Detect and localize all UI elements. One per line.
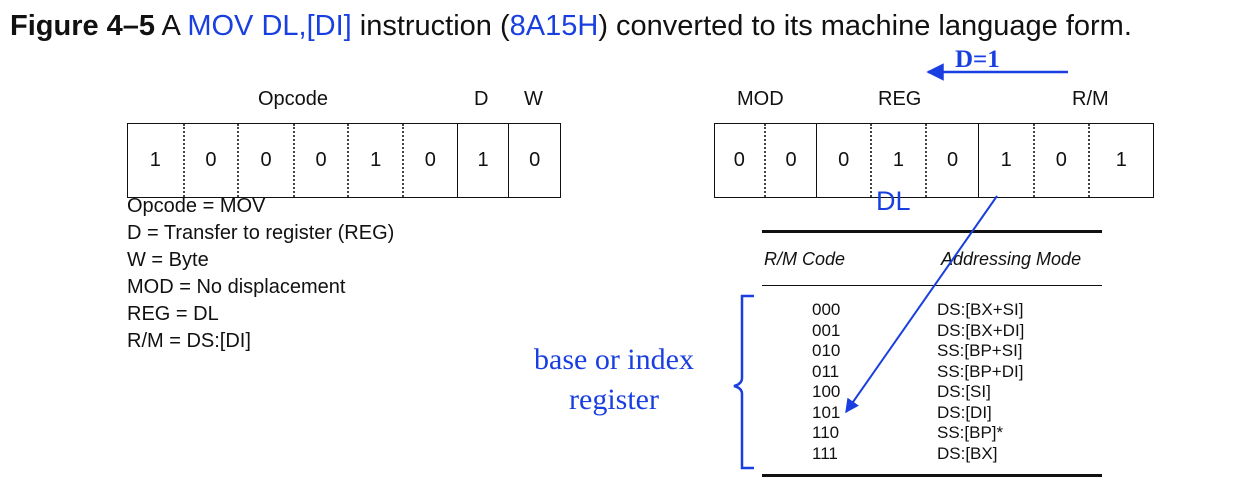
reg-dl-label: DL <box>876 186 911 216</box>
opcode-bit: 0 <box>402 124 457 197</box>
rm-bit: 1 <box>1087 124 1153 197</box>
opcode-bit: 0 <box>292 124 348 197</box>
opcode-bit: 1 <box>149 149 161 171</box>
addressing-mode: SS:[BP+SI] <box>937 341 1023 360</box>
rm-code: 110 <box>812 423 840 442</box>
bracket-note: base or index register <box>514 340 714 420</box>
addressing-mode: SS:[BP+DI] <box>937 361 1024 381</box>
reg-bit: 0 <box>816 124 870 197</box>
caption-instruction: MOV DL,[DI] <box>187 10 352 42</box>
w-bit-header: W <box>524 88 543 110</box>
opcode-byte-box: 1 0 0 0 1 0 1 0 <box>127 123 561 198</box>
bracket-note-line1: base or index <box>534 343 694 376</box>
rm-code: 011 <box>812 361 840 381</box>
caption-text-a: A <box>161 10 188 42</box>
legend-line: Opcode = MOV <box>127 195 266 217</box>
caption-text-b: instruction ( <box>351 10 510 42</box>
d-equals-note: D=1 <box>955 46 1000 73</box>
addressing-mode: DS:[SI] <box>937 382 991 401</box>
caption-text-c: ) converted to its machine language form… <box>598 10 1132 42</box>
table-row: 111 DS:[BX] <box>762 444 1102 465</box>
table-row: 000 DS:[BX+SI] <box>762 300 1102 321</box>
w-bit: 0 <box>508 124 560 197</box>
legend-line: REG = DL <box>127 303 219 325</box>
d-bit: 1 <box>456 124 509 197</box>
mod-header: MOD <box>737 88 784 110</box>
mod-bit: 0 <box>763 124 817 197</box>
curly-bracket <box>733 294 754 470</box>
figure-label: Figure 4–5 <box>10 10 156 42</box>
table-row: 011 SS:[BP+DI] <box>762 362 1102 383</box>
rm-code: 100 <box>812 382 841 401</box>
rm-code: 010 <box>812 341 841 360</box>
opcode-bit: 0 <box>237 124 293 197</box>
legend-line: D = Transfer to register (REG) <box>127 222 395 244</box>
rm-code: 111 <box>812 443 838 463</box>
legend-line: W = Byte <box>127 249 209 271</box>
modrm-byte-box: 0 0 0 1 0 1 0 1 <box>714 123 1154 198</box>
addressing-mode: SS:[BP]* <box>937 423 1004 442</box>
addressing-mode: DS:[BX+SI] <box>937 300 1024 319</box>
mod-bit: 0 <box>733 149 745 171</box>
rm-code-header: R/M Code <box>764 248 846 269</box>
rm-code: 001 <box>812 320 841 340</box>
legend-line: R/M = DS:[DI] <box>127 330 251 352</box>
table-row: 110 SS:[BP]* <box>762 423 1102 444</box>
legend-line: MOD = No displacement <box>127 276 346 298</box>
opcode-bit: 1 <box>347 124 402 197</box>
field-legend: Opcode = MOV D = Transfer to register (R… <box>127 193 394 355</box>
rm-code: 000 <box>812 300 841 319</box>
addressing-mode: DS:[BX] <box>937 443 998 463</box>
rm-code: 101 <box>812 402 841 422</box>
addressing-mode-header: Addressing Mode <box>941 248 1082 269</box>
reg-bit: 1 <box>870 124 925 197</box>
rm-bit: 1 <box>978 124 1033 197</box>
table-row: 001 DS:[BX+DI] <box>762 321 1102 342</box>
reg-bit: 0 <box>924 124 979 197</box>
rm-bit: 0 <box>1032 124 1088 197</box>
addressing-mode: DS:[DI] <box>937 402 992 422</box>
caption-hex: 8A15H <box>509 10 599 42</box>
table-row: 100 DS:[SI] <box>762 382 1102 403</box>
table-row: 101 DS:[DI] <box>762 403 1102 424</box>
figure-caption: Figure 4–5 A MOV DL,[DI] instruction (8A… <box>10 10 1132 43</box>
table-row: 010 SS:[BP+SI] <box>762 341 1102 362</box>
rm-table: R/M Code Addressing Mode 000 DS:[BX+SI] 0… <box>762 230 1102 477</box>
opcode-bit: 0 <box>182 124 238 197</box>
opcode-header: Opcode <box>258 88 329 110</box>
d-bit-header: D <box>474 88 489 110</box>
bracket-note-line2: register <box>569 383 659 416</box>
addressing-mode: DS:[BX+DI] <box>937 320 1025 340</box>
rm-lookup-arrow <box>845 195 998 414</box>
rm-header: R/M <box>1072 88 1109 110</box>
reg-header: REG <box>878 88 922 110</box>
